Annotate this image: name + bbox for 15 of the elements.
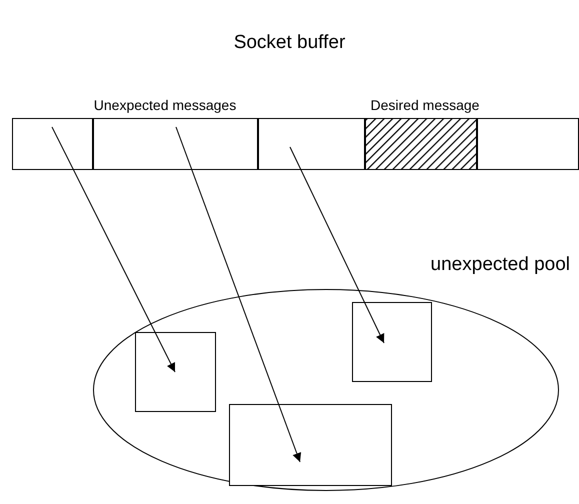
message-box (135, 332, 216, 412)
arrow (52, 126, 176, 372)
buffer-cell (258, 118, 365, 170)
section-label: Desired message (370, 97, 480, 113)
message-box (352, 302, 432, 382)
arrow (176, 126, 302, 462)
title: Socket buffer (232, 32, 346, 54)
buffer-cell (477, 118, 579, 170)
buffer-cell (12, 118, 93, 170)
hatched-cell (365, 118, 477, 170)
buffer-cell (93, 118, 258, 170)
message-box (229, 404, 392, 486)
pool-label: unexpected pool (430, 254, 570, 276)
section-label: Unexpected messages (92, 97, 238, 113)
arrow (290, 146, 384, 344)
